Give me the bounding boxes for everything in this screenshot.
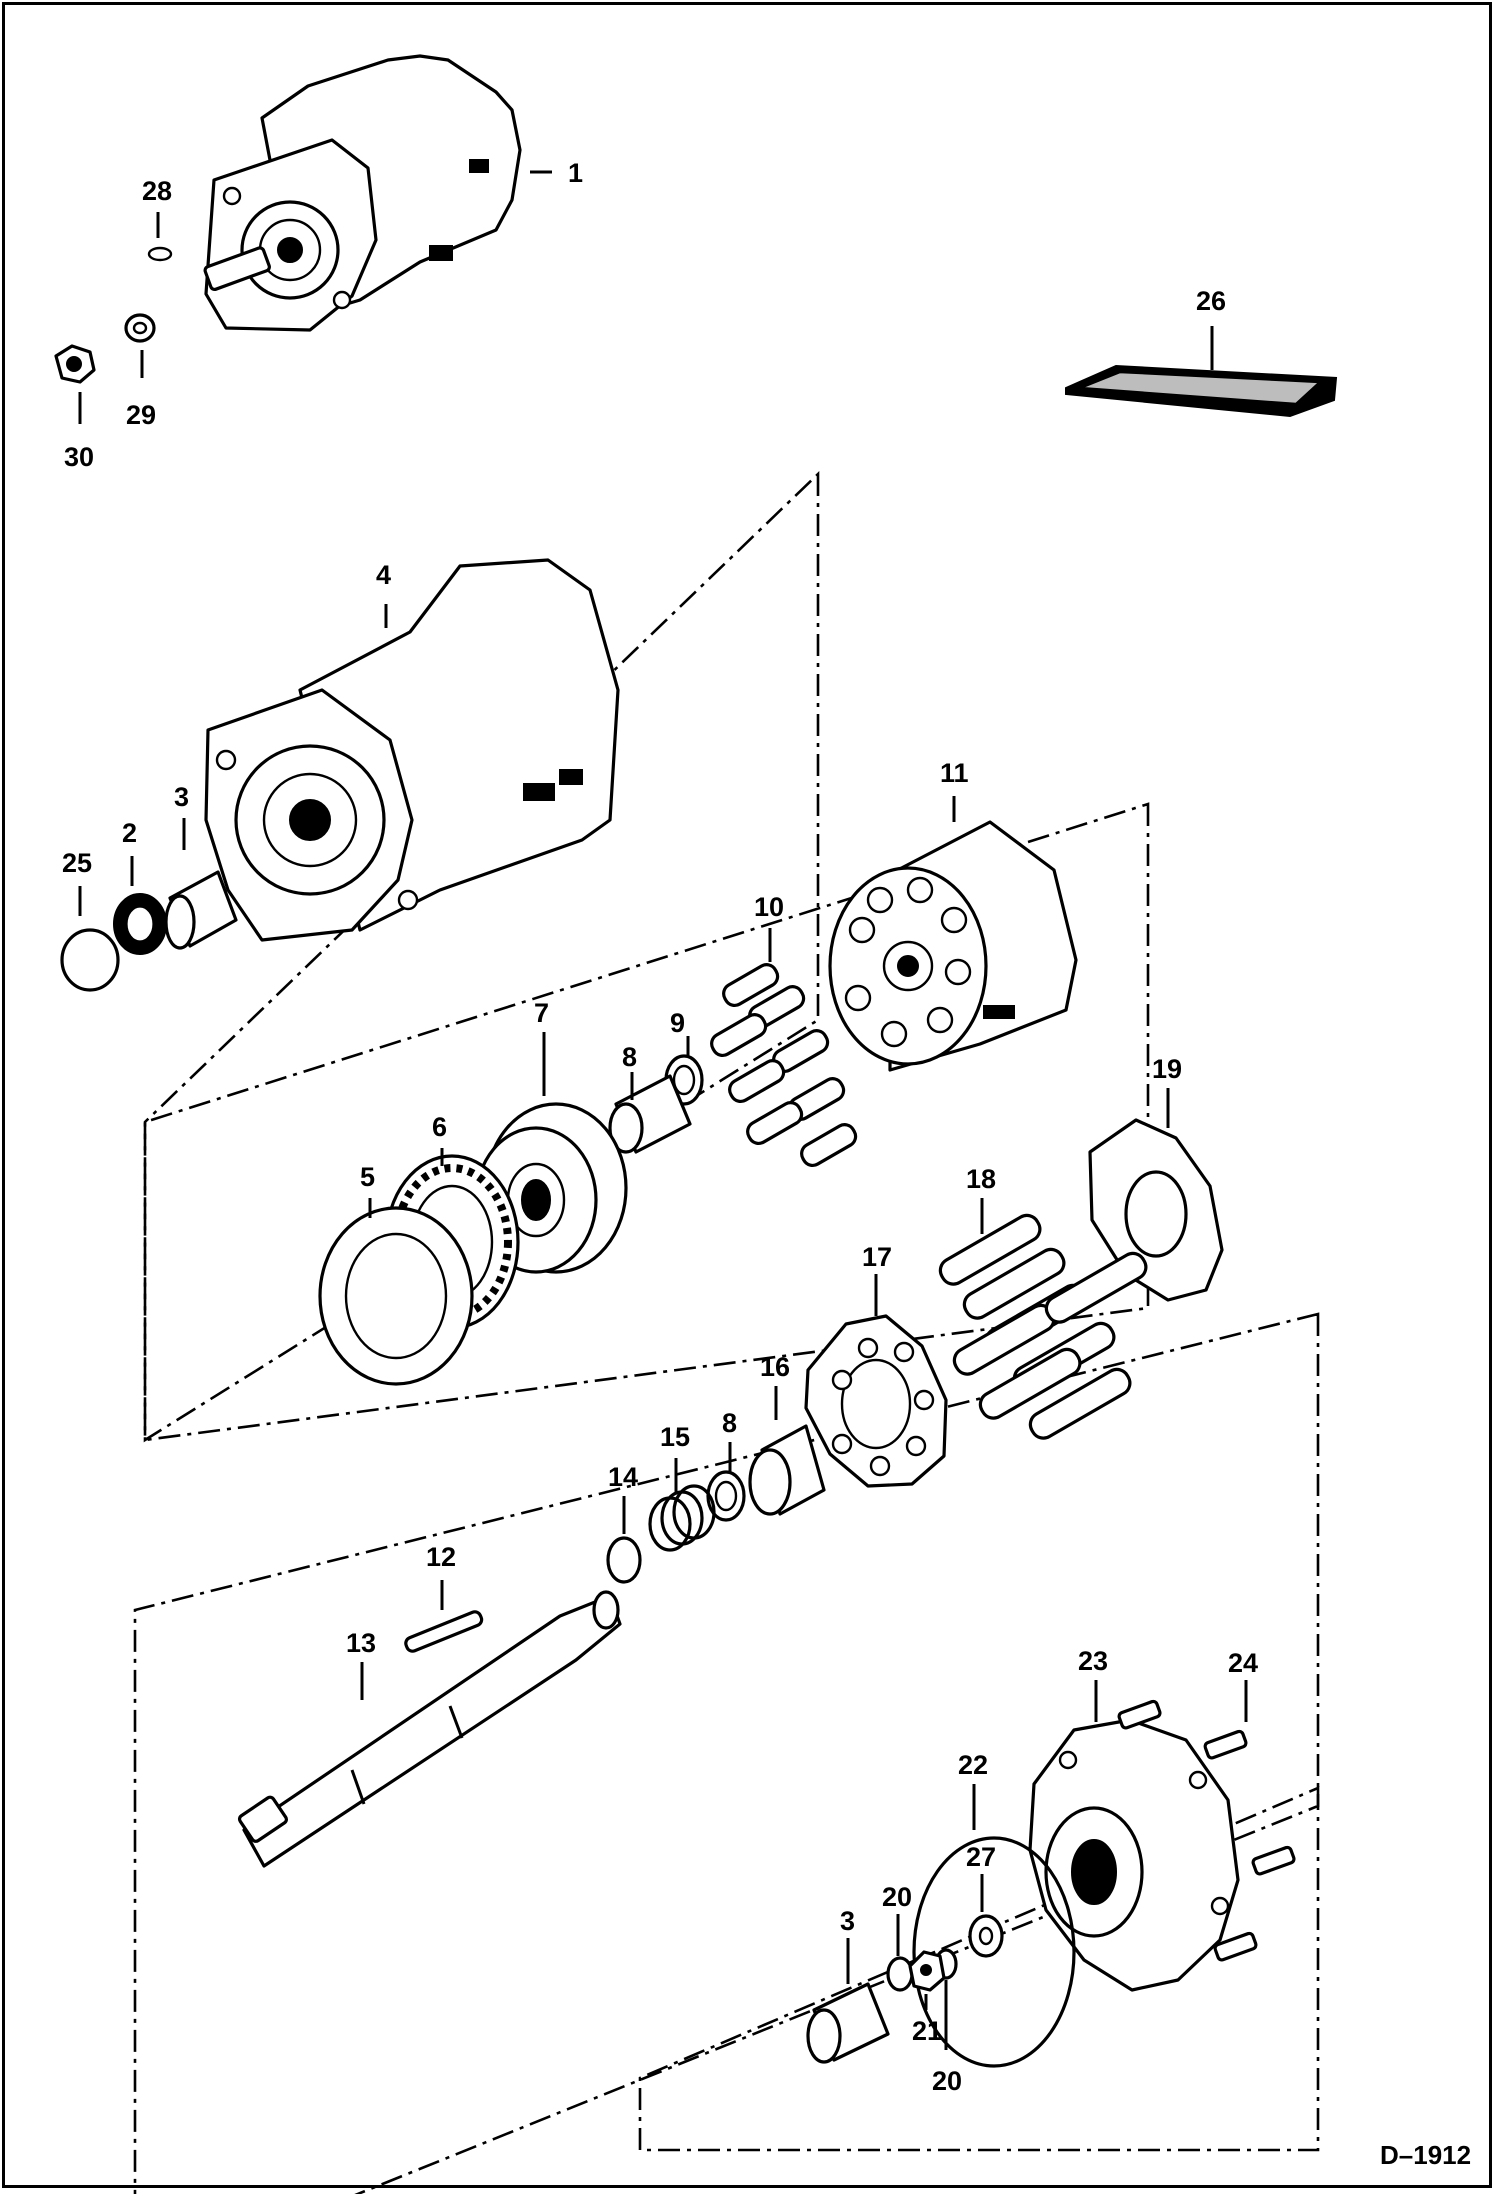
callout-2: 2	[122, 818, 137, 848]
part-15-spring	[648, 1484, 716, 1552]
callout-3-lower: 3	[840, 1906, 855, 1936]
callout-8: 8	[622, 1042, 637, 1072]
part-10-pistons	[710, 963, 858, 1167]
part-4-housing	[204, 558, 620, 942]
figure-number: D–1912	[1380, 2140, 1471, 2170]
part-21-nut	[908, 1950, 946, 1992]
part-11-cylinder-block	[828, 820, 1078, 1072]
motor-assembly	[203, 54, 522, 332]
callout-13: 13	[346, 1628, 376, 1658]
leader-lines	[78, 170, 1248, 2050]
part-14-snap-ring	[606, 1536, 642, 1584]
part-26-label	[1065, 364, 1338, 418]
callout-9: 9	[670, 1008, 685, 1038]
part-22-o-ring	[912, 1836, 1076, 2068]
part-13-shaft	[237, 1590, 622, 1868]
callout-29: 29	[126, 400, 156, 430]
part-18-pistons	[938, 1213, 1148, 1440]
part-23-end-cover	[1028, 1718, 1240, 1992]
callout-26: 26	[1196, 286, 1226, 316]
part-27-washer	[968, 1914, 1004, 1958]
part-30-nut	[54, 344, 96, 384]
callout-labels: 1 28 29 30 26 4 25 2 3 11 10 9 8 7 6 5 1…	[62, 158, 1258, 2096]
callout-4: 4	[376, 560, 391, 590]
callout-20-upper: 20	[882, 1882, 912, 1912]
callout-25: 25	[62, 848, 92, 878]
callout-19: 19	[1152, 1054, 1182, 1084]
callout-20-lower: 20	[932, 2066, 962, 2096]
callout-1: 1	[568, 158, 583, 188]
callout-21: 21	[912, 2016, 942, 2046]
callout-3: 3	[174, 782, 189, 812]
callout-24: 24	[1228, 1648, 1258, 1678]
dashed-outline-bottom	[638, 1786, 1320, 2152]
callout-8-lower: 8	[722, 1408, 737, 1438]
callout-5: 5	[360, 1162, 375, 1192]
callout-28: 28	[142, 176, 172, 206]
part-2-seal	[113, 893, 167, 955]
dashed-outline-lower	[133, 1312, 1320, 2194]
callout-27: 27	[966, 1842, 996, 1872]
callout-17: 17	[862, 1242, 892, 1272]
part-28-key	[147, 246, 173, 262]
callout-6: 6	[432, 1112, 447, 1142]
part-3-bearing	[164, 870, 238, 950]
part-19-plate	[1088, 1118, 1224, 1302]
part-5-thrust-race	[318, 1206, 474, 1386]
part-17-retainer	[804, 1314, 948, 1488]
callout-23: 23	[1078, 1646, 1108, 1676]
callout-15: 15	[660, 1422, 690, 1452]
part-16-bearing	[748, 1424, 826, 1516]
part-29-washer	[124, 313, 156, 343]
callout-10: 10	[754, 892, 784, 922]
callout-18: 18	[966, 1164, 996, 1194]
callout-12: 12	[426, 1542, 456, 1572]
part-12-key	[404, 1610, 484, 1653]
part-20-washer-upper	[886, 1956, 914, 1992]
callout-7: 7	[534, 998, 549, 1028]
part-8-bearing-ring-lower	[706, 1470, 746, 1522]
callout-30: 30	[64, 442, 94, 472]
part-3-bearing-lower	[806, 1982, 890, 2064]
part-24-bolts	[1117, 1699, 1296, 1962]
part-25-snap-ring	[60, 928, 120, 992]
callout-11: 11	[940, 758, 969, 788]
part-8-bearing-ring-upper	[608, 1074, 692, 1154]
callout-16: 16	[760, 1352, 790, 1382]
callout-14: 14	[608, 1462, 638, 1492]
callout-22: 22	[958, 1750, 988, 1780]
